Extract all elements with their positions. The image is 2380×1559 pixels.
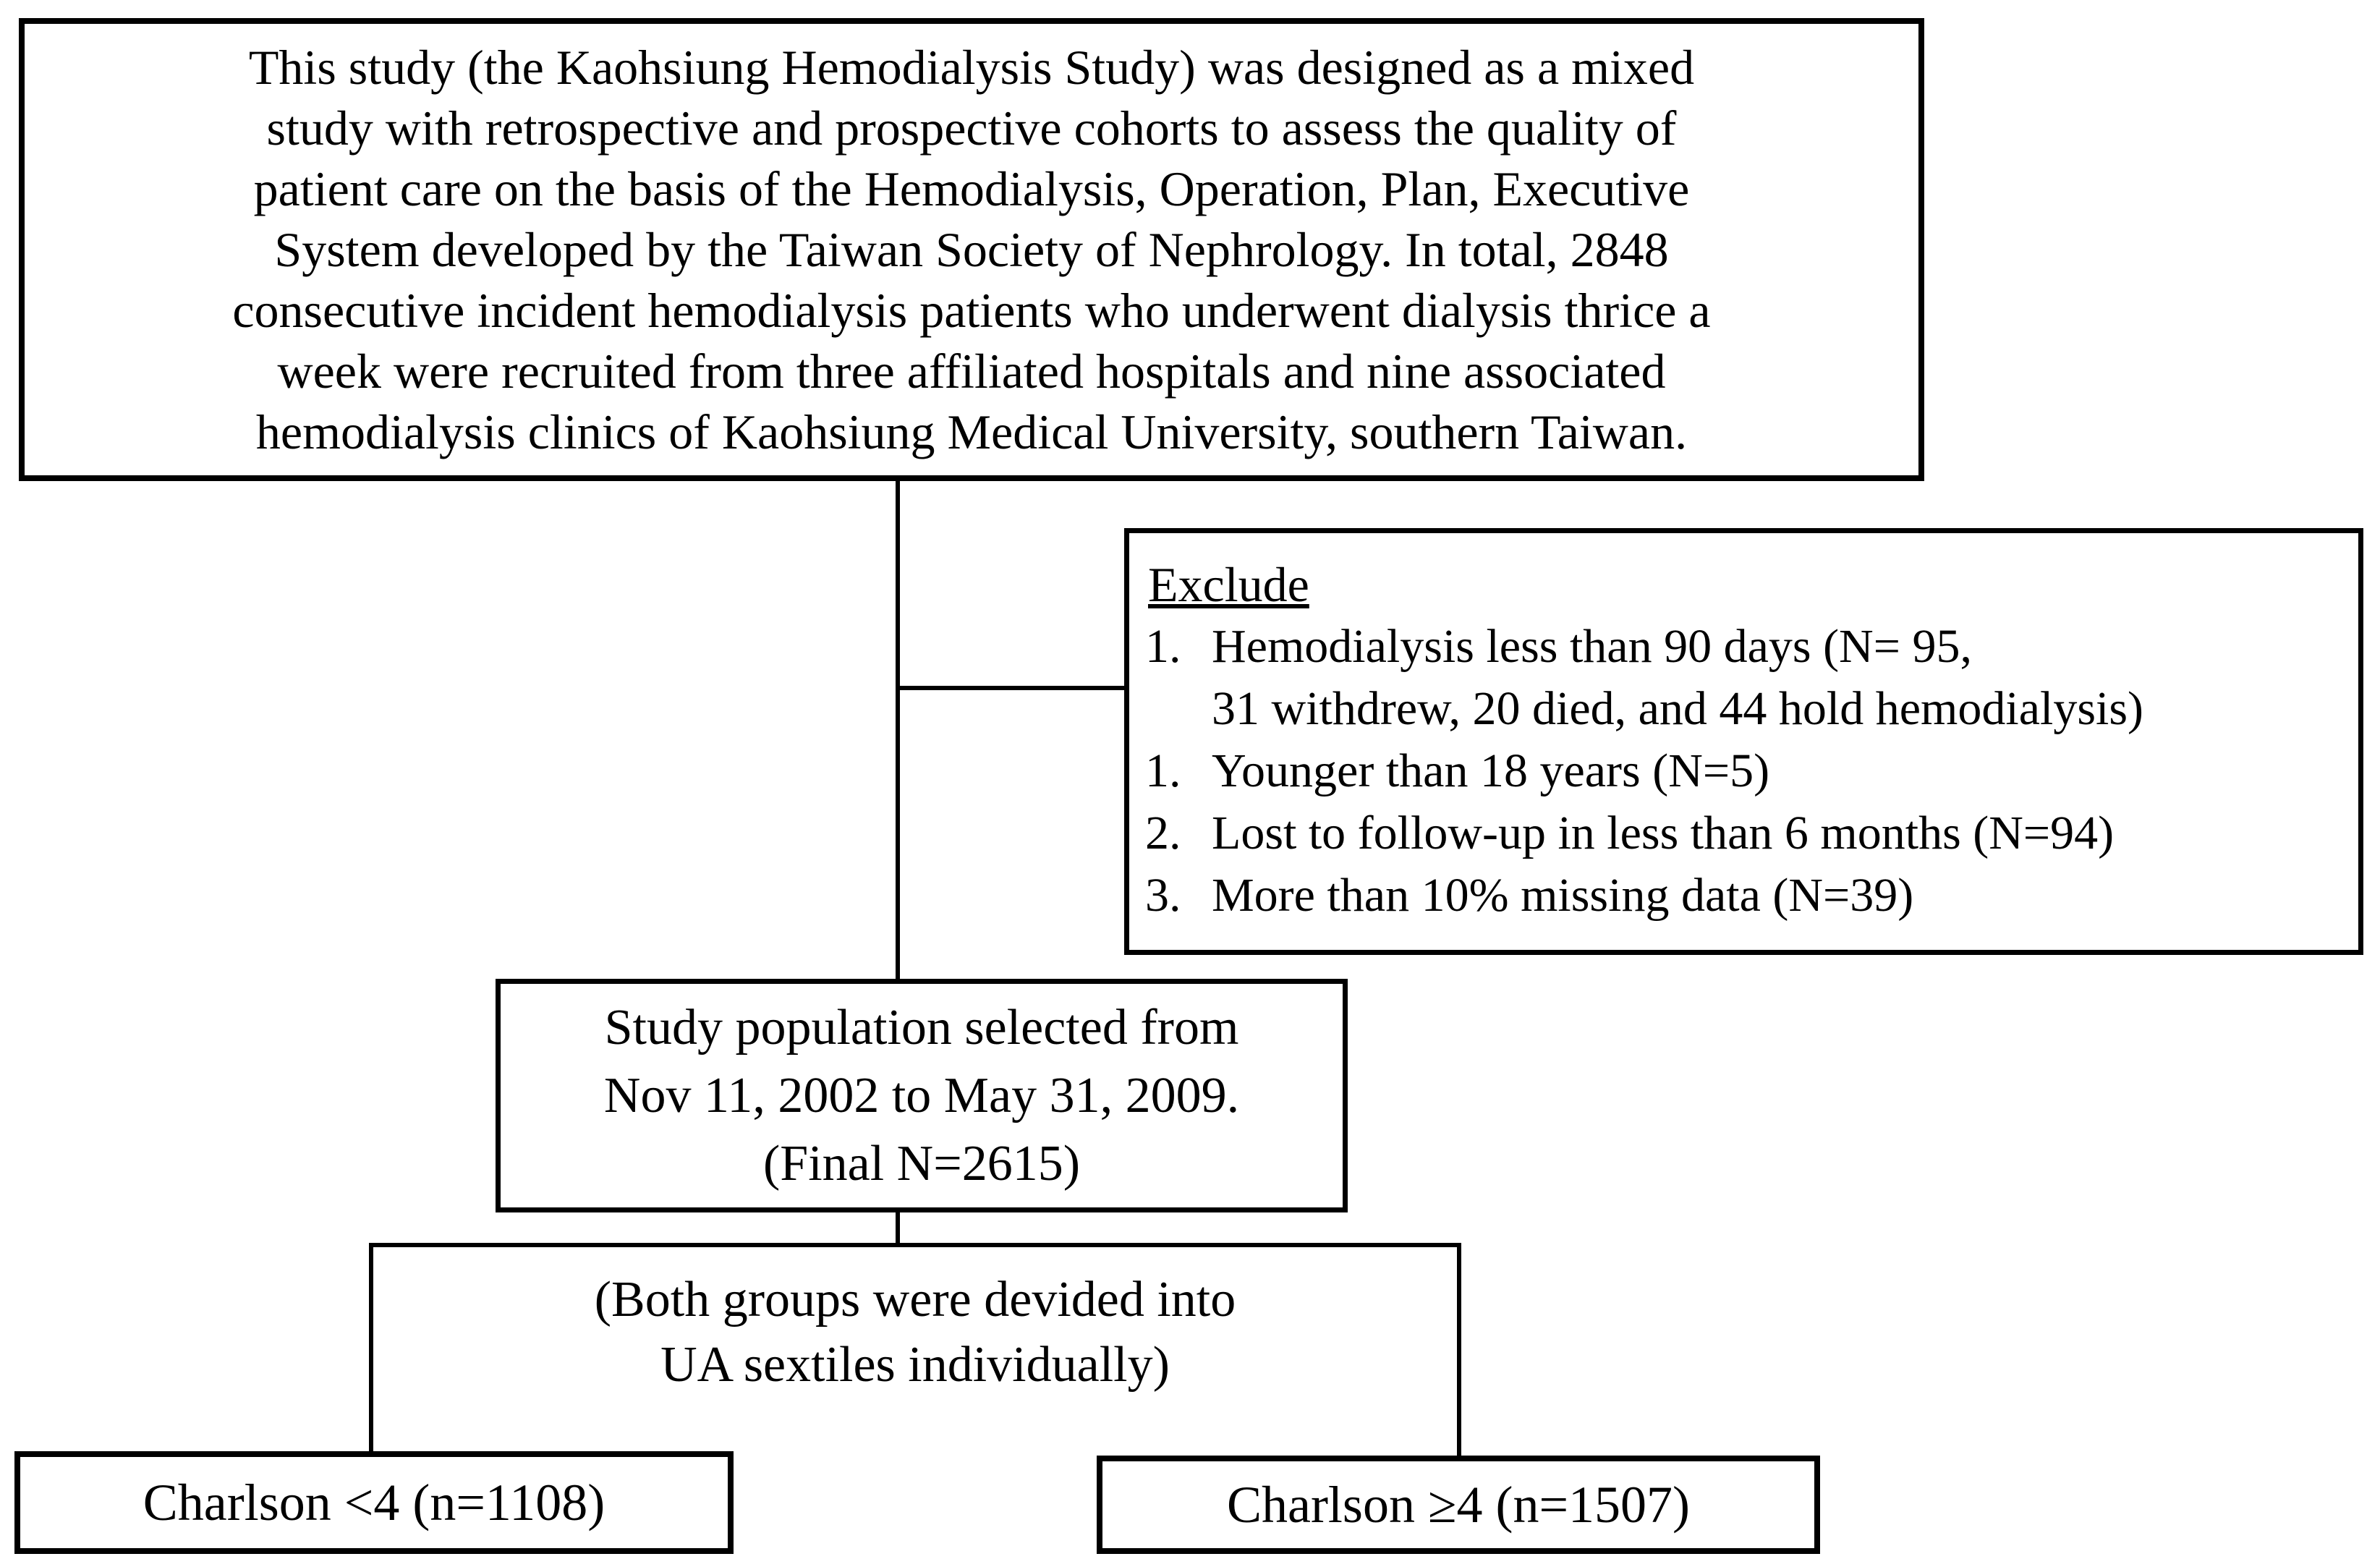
exclude-item-text: Lost to follow-up in less than 6 months … bbox=[1212, 802, 2341, 865]
charlson-ge4-box: Charlson ≥4 (n=1507) bbox=[1097, 1456, 1820, 1554]
exclude-item-text-line: 31 withdrew, 20 died, and 44 hold hemodi… bbox=[1212, 682, 2144, 735]
intro-line: week were recruited from three affiliate… bbox=[277, 344, 1666, 399]
exclude-item-text: Hemodialysis less than 90 days (N= 95, 3… bbox=[1212, 616, 2341, 740]
connector-vertical-main bbox=[896, 480, 900, 980]
study-population-line: (Final N=2615) bbox=[762, 1135, 1081, 1191]
exclude-item: 3. More than 10% missing data (N=39) bbox=[1145, 865, 2341, 927]
charlson-lt4-label: Charlson <4 (n=1108) bbox=[143, 1473, 605, 1532]
split-note: (Both groups were devided into UA sextil… bbox=[373, 1267, 1458, 1398]
study-intro-box: This study (the Kaohsiung Hemodialysis S… bbox=[19, 18, 1924, 481]
exclude-item-text-line: Lost to follow-up in less than 6 months … bbox=[1212, 807, 2115, 859]
exclude-item-number: 3. bbox=[1145, 869, 1181, 922]
intro-line: hemodialysis clinics of Kaohsiung Medica… bbox=[255, 404, 1688, 459]
exclude-item-text-line: Younger than 18 years (N=5) bbox=[1212, 744, 1770, 797]
exclude-title: Exclude bbox=[1148, 557, 1309, 612]
split-bracket-top-line bbox=[369, 1243, 1461, 1247]
exclude-item-number: 1. bbox=[1145, 620, 1181, 673]
study-population-box: Study population selected from Nov 11, 2… bbox=[496, 979, 1348, 1212]
exclude-item-number: 2. bbox=[1145, 807, 1181, 859]
connector-branch-to-exclude bbox=[898, 686, 1124, 690]
split-bracket-right-line bbox=[1457, 1243, 1461, 1457]
exclude-item-text-line: Hemodialysis less than 90 days (N= 95, bbox=[1212, 620, 1972, 673]
intro-line: consecutive incident hemodialysis patien… bbox=[232, 283, 1711, 338]
connector-stem-below-study-box bbox=[896, 1212, 900, 1246]
exclude-item: 1. Younger than 18 years (N=5) bbox=[1145, 740, 2341, 802]
exclude-box: Exclude 1. Hemodialysis less than 90 day… bbox=[1124, 528, 2363, 955]
exclude-item: 2. Lost to follow-up in less than 6 mont… bbox=[1145, 802, 2341, 865]
intro-line: System developed by the Taiwan Society o… bbox=[274, 222, 1669, 277]
split-bracket-left-line bbox=[369, 1243, 373, 1454]
study-population-line: Nov 11, 2002 to May 31, 2009. bbox=[603, 1067, 1240, 1123]
charlson-ge4-label: Charlson ≥4 (n=1507) bbox=[1226, 1475, 1691, 1534]
intro-line: patient care on the basis of the Hemodia… bbox=[253, 161, 1690, 216]
exclude-item: 1. Hemodialysis less than 90 days (N= 95… bbox=[1145, 616, 2341, 740]
exclude-item-text: More than 10% missing data (N=39) bbox=[1212, 865, 2341, 927]
study-population-line: Study population selected from bbox=[604, 999, 1239, 1055]
exclude-item-text: Younger than 18 years (N=5) bbox=[1212, 740, 2341, 802]
exclude-item-number: 1. bbox=[1145, 744, 1181, 797]
charlson-lt4-box: Charlson <4 (n=1108) bbox=[14, 1451, 734, 1554]
exclude-item-text-line: More than 10% missing data (N=39) bbox=[1212, 869, 1914, 922]
intro-line: study with retrospective and prospective… bbox=[266, 101, 1677, 156]
intro-line: This study (the Kaohsiung Hemodialysis S… bbox=[248, 40, 1695, 95]
split-note-line: (Both groups were devided into bbox=[594, 1272, 1236, 1328]
split-note-line: UA sextiles individually) bbox=[660, 1337, 1170, 1393]
